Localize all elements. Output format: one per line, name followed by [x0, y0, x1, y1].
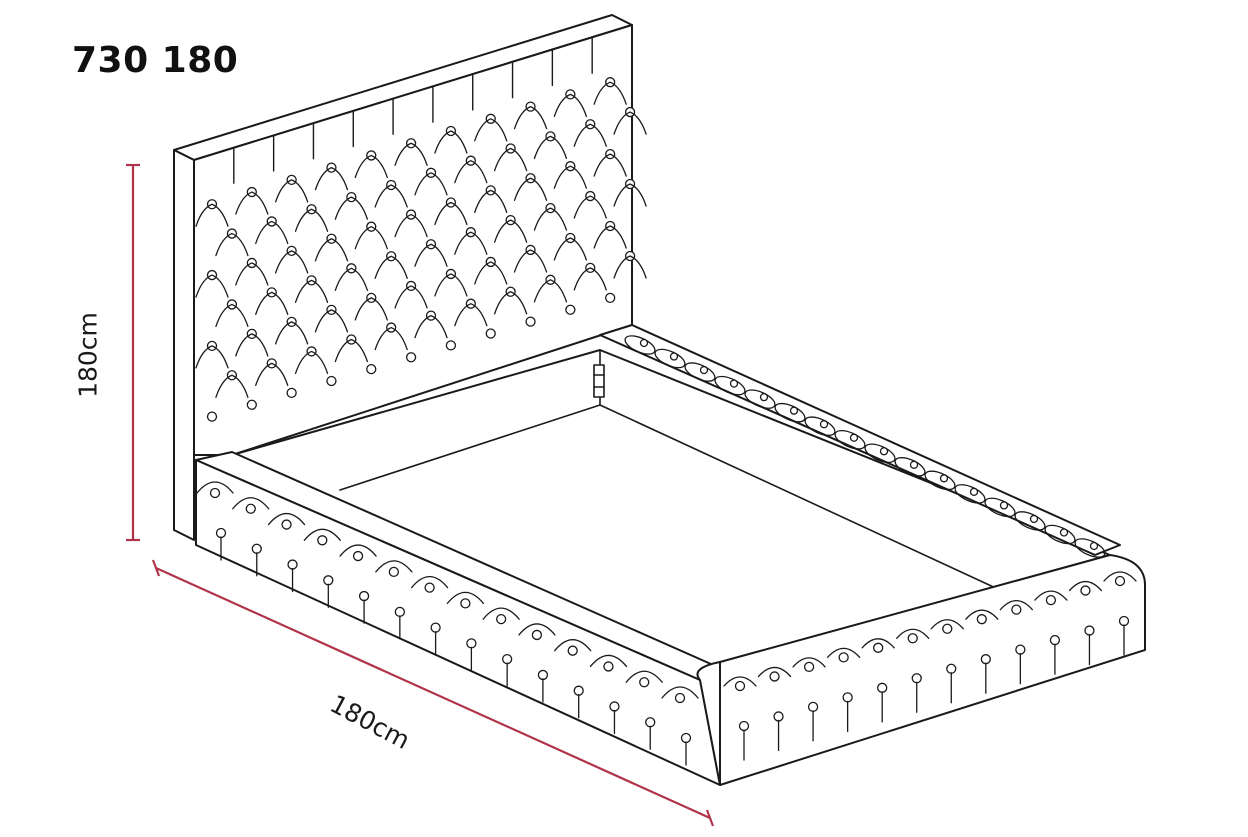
width-dimension-line [151, 559, 715, 827]
foot-rail [696, 554, 1146, 786]
product-code-title: 730 180 [72, 40, 239, 81]
headboard-channels [193, 24, 633, 197]
height-dimension-label: 180cm [73, 312, 103, 398]
headboard-tufting [195, 77, 647, 422]
right-side-rail [599, 324, 1121, 558]
headboard [173, 14, 647, 541]
bracket-icon [593, 364, 605, 398]
height-dimension-line [126, 163, 140, 542]
